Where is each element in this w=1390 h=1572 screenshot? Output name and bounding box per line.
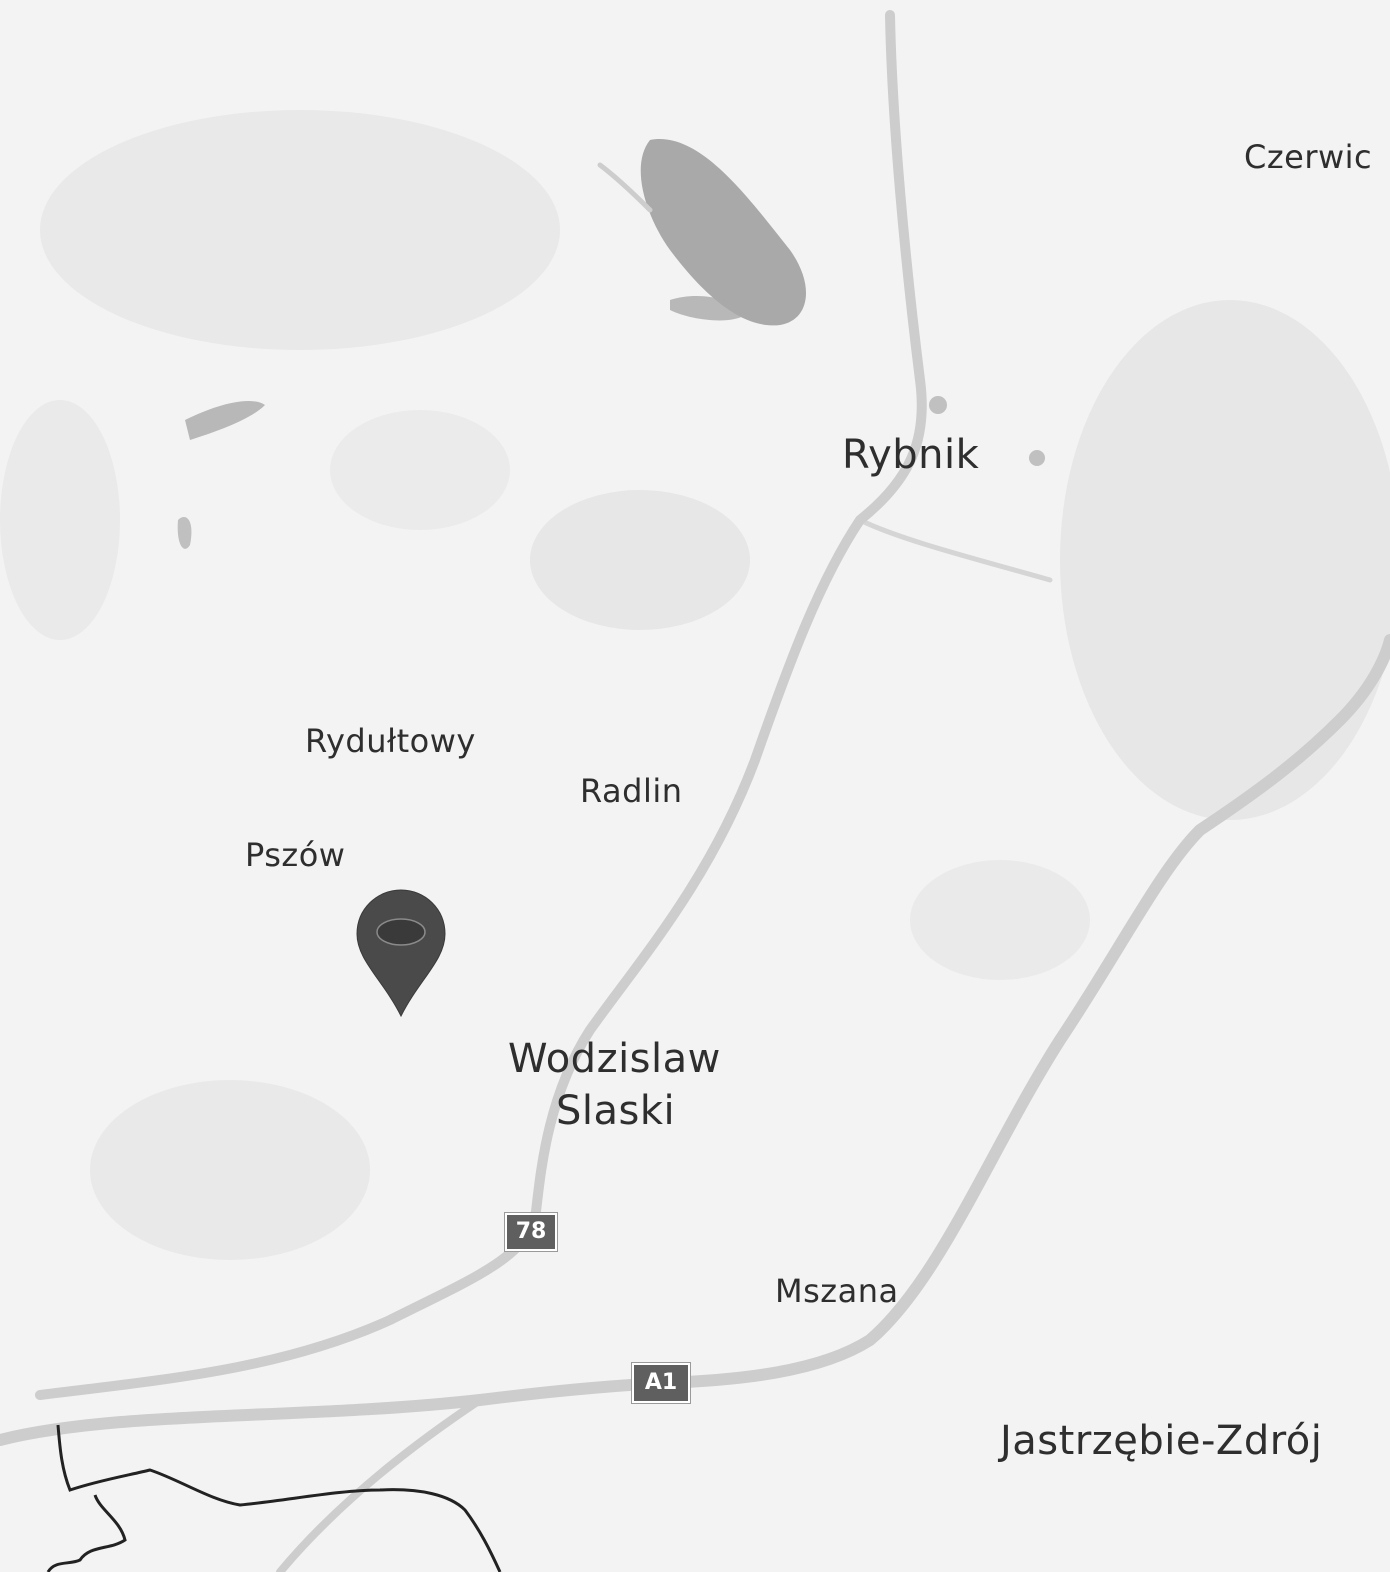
label-mszana: Mszana [775, 1272, 899, 1310]
road-south [276, 1396, 484, 1572]
lake-rybnik [640, 139, 807, 326]
border-line-inner [46, 1494, 127, 1572]
label-pszow: Pszów [245, 836, 346, 874]
map-pin-icon[interactable] [355, 888, 447, 1018]
label-czerwionka: Czerwic [1244, 138, 1373, 176]
road-a1 [0, 634, 1390, 1446]
road-78 [35, 10, 927, 1400]
label-wodzislaw-line1: Wodzislaw [508, 1036, 721, 1082]
road-east-rybnik [857, 517, 1053, 583]
road-north-lake [597, 162, 653, 213]
label-rybnik: Rybnik [842, 432, 980, 478]
label-radlin: Radlin [580, 772, 683, 810]
label-rydultowy: Rydułtowy [305, 722, 476, 760]
border-line [56, 1424, 502, 1572]
roads [0, 10, 1390, 1572]
road-shield-a1: A1 [632, 1363, 690, 1403]
label-wodzislaw-line2: Slaski [556, 1088, 676, 1134]
road-shield-78: 78 [505, 1213, 557, 1251]
urban-areas [0, 110, 1390, 1260]
label-jastrzebie: Jastrzębie-Zdrój [1000, 1418, 1323, 1464]
water-bodies [177, 139, 1045, 549]
